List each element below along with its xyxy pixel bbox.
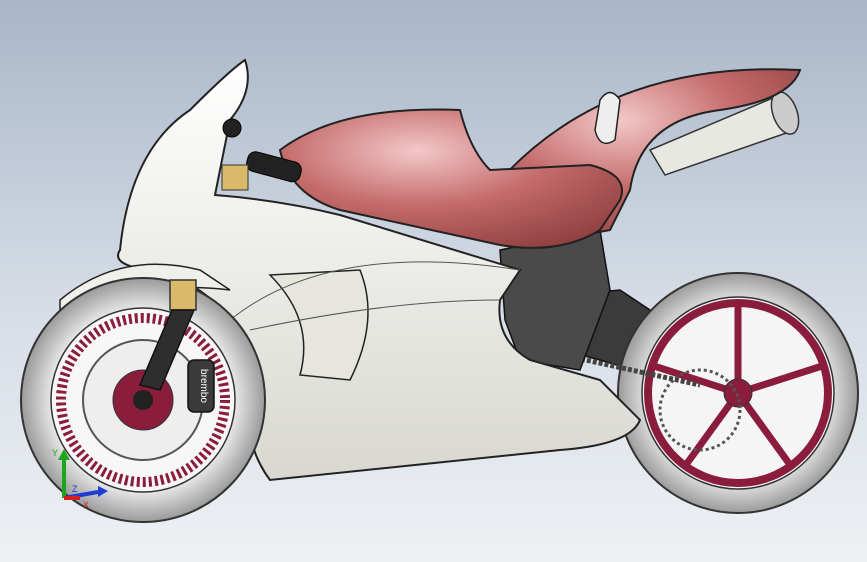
z-axis-label: Z	[72, 484, 78, 494]
front-fork[interactable]	[138, 279, 197, 391]
handlebar[interactable]	[221, 118, 303, 191]
x-axis-label: X	[83, 500, 89, 510]
fuel-tank[interactable]	[278, 108, 623, 249]
brake-caliper[interactable]: brembo	[187, 359, 215, 413]
rear-wheel[interactable]	[617, 272, 859, 514]
side-vent	[268, 269, 369, 381]
fairing-line	[229, 261, 521, 321]
coordinate-triad: Z Y X	[52, 448, 108, 510]
caliper-label: brembo	[198, 369, 209, 403]
fairing-line	[249, 299, 501, 331]
y-axis-label: Y	[52, 448, 58, 458]
front-wheel[interactable]	[20, 277, 266, 523]
